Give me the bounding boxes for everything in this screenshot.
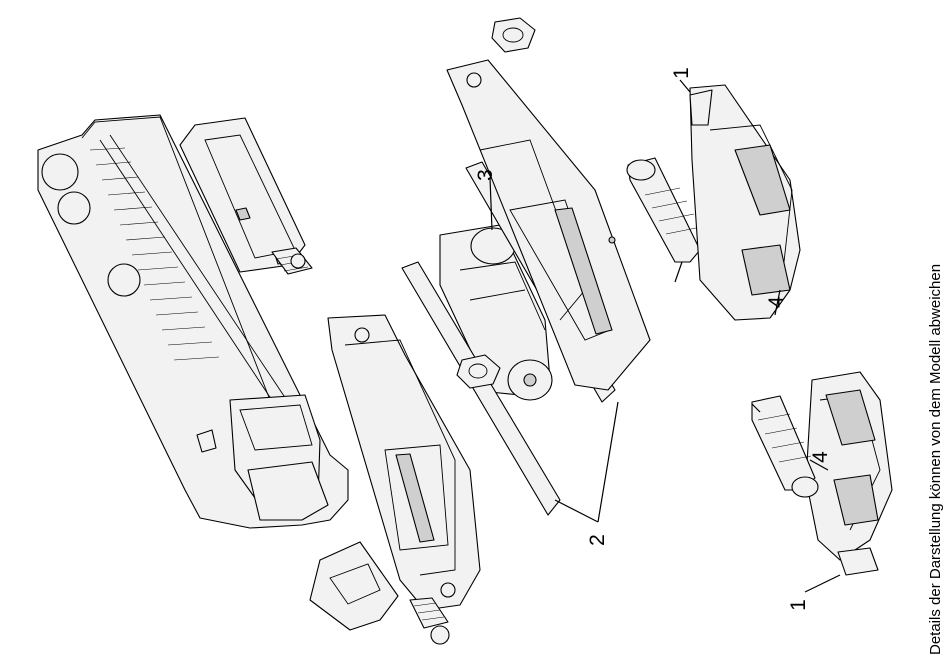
callout-part1-top: 1 xyxy=(670,67,693,79)
locomotive-body-shell xyxy=(38,115,348,528)
callout-part1-bottom: 1 xyxy=(787,599,810,611)
screw-top xyxy=(272,248,312,274)
callout-part3: 3 xyxy=(474,169,497,181)
connector-bracket xyxy=(310,542,398,630)
callout-part2: 2 xyxy=(586,534,609,546)
disclaimer-text: Details der Darstellung können von dem M… xyxy=(927,264,944,655)
bogie-top xyxy=(690,85,800,320)
callout-part4-top: 4 xyxy=(765,296,788,308)
bogie-bottom xyxy=(806,372,892,575)
cardan-shaft-top xyxy=(627,158,701,282)
nut-top xyxy=(492,18,535,52)
callout-part4-bottom: 4 xyxy=(809,451,832,463)
